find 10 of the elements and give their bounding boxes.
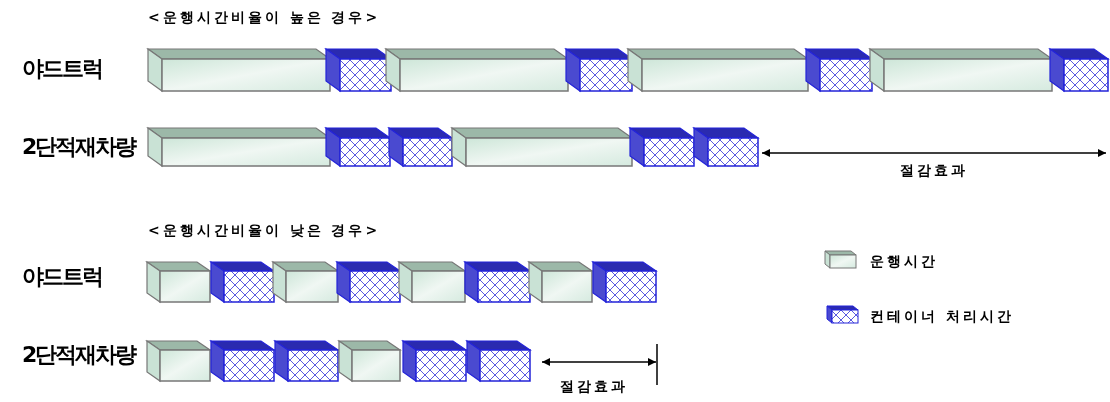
row-label: 2단적재차량	[22, 133, 136, 161]
dimension-label: 절감효과	[560, 378, 628, 396]
row-label: 2단적재차량	[22, 341, 136, 369]
row-label: 야드트럭	[22, 55, 102, 83]
heading: <운행시간비율이 높은 경우>	[148, 9, 381, 27]
dimension-label: 절감효과	[900, 162, 968, 180]
heading: <운행시간비율이 낮은 경우>	[148, 222, 381, 240]
legend-label: 컨테이너 처리시간	[870, 308, 1014, 326]
legend-label: 운행시간	[870, 253, 938, 271]
row-label: 야드트럭	[22, 263, 102, 291]
